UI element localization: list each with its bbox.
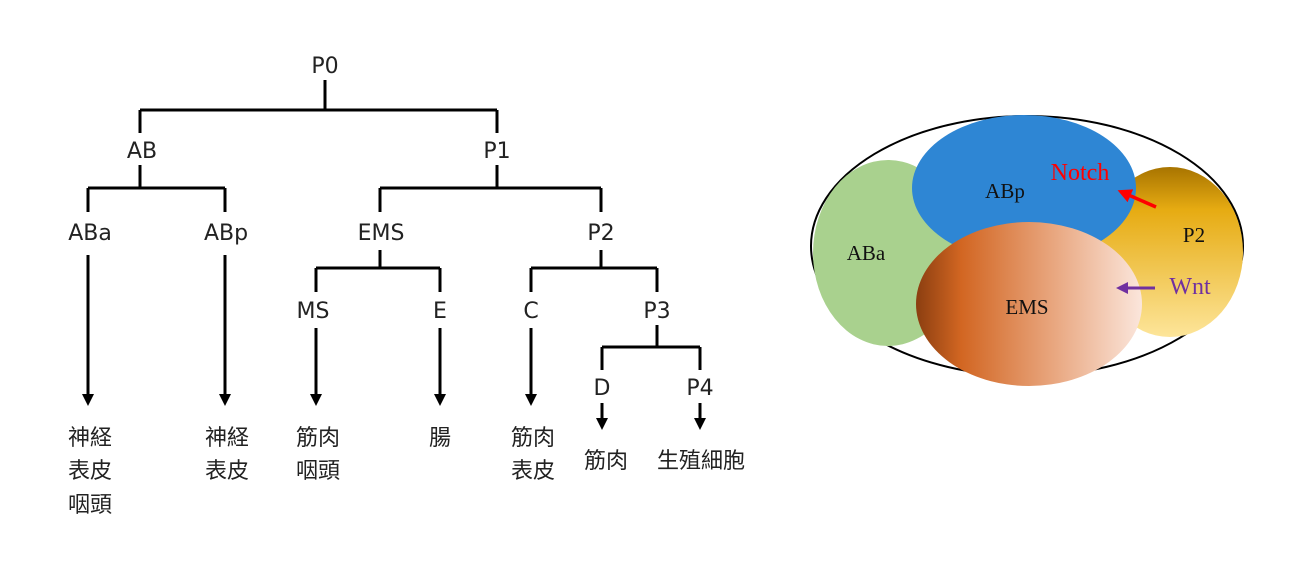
- node-ms: MS: [297, 299, 330, 324]
- node-d: D: [594, 376, 611, 401]
- fate-aba: 表皮: [68, 459, 112, 484]
- node-ab: AB: [127, 139, 157, 164]
- node-p2: P2: [587, 221, 614, 246]
- fate-ms: 筋肉: [296, 426, 340, 451]
- cell-abp: [912, 115, 1136, 261]
- node-e: E: [433, 299, 447, 324]
- node-aba: ABa: [68, 221, 112, 246]
- node-p0: P0: [311, 54, 338, 79]
- cell-label-p2: P2: [1183, 223, 1205, 247]
- fate-labels: 神経 表皮 咽頭 神経 表皮 筋肉 咽頭 腸 筋肉 表皮 筋肉 生殖細胞: [68, 426, 745, 518]
- cell-label-ems: EMS: [1005, 295, 1048, 319]
- fate-c: 表皮: [511, 459, 555, 484]
- node-p1: P1: [483, 139, 510, 164]
- signal-notch: Notch: [1051, 160, 1110, 186]
- fate-c: 筋肉: [511, 426, 555, 451]
- signal-wnt: Wnt: [1169, 274, 1211, 300]
- embryo-diagram: ABa ABp P2 EMS Notch Wnt: [810, 115, 1244, 386]
- fate-aba: 神経: [68, 426, 112, 451]
- node-p4: P4: [686, 376, 713, 401]
- fate-e: 腸: [429, 426, 451, 451]
- fate-ms: 咽頭: [296, 459, 340, 484]
- fate-abp: 表皮: [205, 459, 249, 484]
- lineage-lines: [82, 80, 706, 430]
- node-c: C: [523, 299, 538, 324]
- node-p3: P3: [643, 299, 670, 324]
- cell-label-abp: ABp: [985, 179, 1025, 203]
- node-ems: EMS: [358, 221, 405, 246]
- cell-label-aba: ABa: [847, 241, 886, 265]
- cell-ems: [916, 222, 1142, 386]
- fate-aba: 咽頭: [68, 493, 112, 518]
- fate-d: 筋肉: [584, 449, 628, 474]
- fate-abp: 神経: [205, 426, 249, 451]
- fate-p4: 生殖細胞: [657, 449, 745, 474]
- node-abp: ABp: [204, 221, 248, 246]
- notch-arrow-icon: [1117, 189, 1157, 209]
